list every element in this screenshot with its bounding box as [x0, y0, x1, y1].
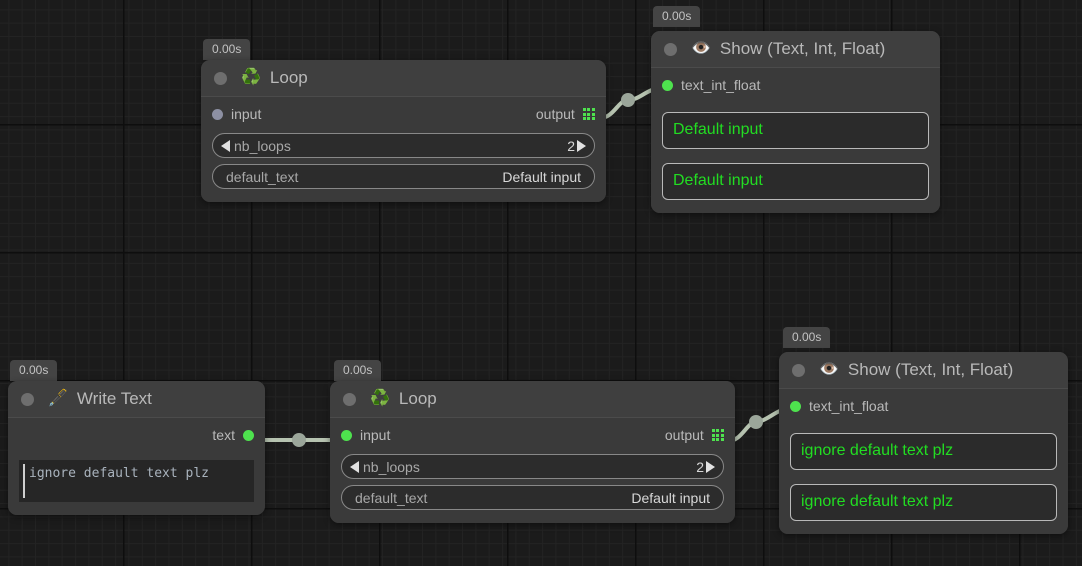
stepper-decrement-icon[interactable] [221, 139, 230, 152]
node-body-write-text-1: text ignore default text plz [8, 422, 265, 515]
eye-icon: 👁️ [819, 361, 839, 378]
field-nb_loops-loop-2[interactable]: nb_loops 2 [341, 454, 724, 479]
wire-handle-loop1-show1[interactable] [621, 93, 635, 107]
eye-icon: 👁️ [691, 40, 711, 57]
input-socket-label: text_int_float [809, 398, 889, 414]
node-write-text-1[interactable]: 🖋️ Write Text text ignore default text p… [8, 381, 265, 515]
node-loop-2[interactable]: ♻️ Loop input output nb_loops [330, 381, 735, 523]
text-input-write-text-1[interactable]: ignore default text plz [19, 460, 254, 502]
output-socket-write-text-1[interactable] [243, 429, 254, 441]
input-socket-loop-1[interactable] [212, 108, 223, 120]
node-loop-1[interactable]: ♻️ Loop input output nb_loops [201, 60, 606, 202]
node-timer-show-2: 0.00s [783, 327, 831, 349]
field-label: default_text [355, 489, 428, 506]
collapse-dot-icon[interactable] [21, 392, 34, 406]
collapse-dot-icon[interactable] [214, 71, 227, 85]
display-value-0: ignore default text plz [790, 433, 1057, 470]
node-header-show-1[interactable]: 👁️ Show (Text, Int, Float) [651, 31, 940, 68]
node-header-show-2[interactable]: 👁️ Show (Text, Int, Float) [779, 352, 1068, 389]
input-socket-label: input [360, 427, 391, 443]
output-socket-label: output [535, 106, 575, 122]
field-value: Default input [631, 489, 710, 506]
node-body-show-2: text_int_float ignore default text plz i… [779, 393, 1068, 534]
node-title-write-text-1: Write Text [76, 389, 152, 408]
display-value-1: ignore default text plz [790, 484, 1057, 521]
field-value: 2 [567, 137, 575, 154]
node-title-loop-1: Loop [269, 68, 308, 87]
recycle-icon: ♻️ [241, 69, 261, 86]
stepper-increment-icon[interactable] [577, 139, 586, 152]
output-list-socket-icon[interactable] [582, 107, 595, 121]
wire-handle-loop2-show2[interactable] [749, 415, 763, 429]
stepper-decrement-icon[interactable] [350, 460, 359, 473]
field-default_text-loop-2[interactable]: default_text Default input [341, 485, 724, 510]
node-timer-loop-2: 0.00s [334, 360, 382, 382]
socket-row-write-text-1: text [19, 422, 254, 448]
node-title-show-2: Show (Text, Int, Float) [847, 360, 1014, 379]
node-show-1[interactable]: 👁️ Show (Text, Int, Float) text_int_floa… [651, 31, 940, 213]
node-show-2[interactable]: 👁️ Show (Text, Int, Float) text_int_floa… [779, 352, 1068, 534]
node-header-loop-2[interactable]: ♻️ Loop [330, 381, 735, 418]
input-socket-label: input [231, 106, 262, 122]
node-title-show-1: Show (Text, Int, Float) [719, 39, 886, 58]
wire-handle-writetext-loop2[interactable] [292, 433, 306, 447]
socket-row-show-2: text_int_float [790, 393, 1057, 419]
output-socket-label: output [664, 427, 704, 443]
node-body-loop-2: input output nb_loops 2 default_text [330, 422, 735, 523]
field-value: Default input [502, 168, 581, 185]
node-title-loop-2: Loop [398, 389, 437, 408]
text-input-value: ignore default text plz [29, 466, 210, 481]
field-label: nb_loops [363, 458, 420, 475]
input-socket-loop-2[interactable] [341, 429, 352, 441]
node-body-loop-1: input output nb_loops 2 default_text [201, 101, 606, 202]
node-timer-show-1: 0.00s [653, 6, 701, 28]
node-timer-loop-1: 0.00s [203, 39, 251, 61]
field-value: 2 [696, 458, 704, 475]
stepper-increment-icon[interactable] [706, 460, 715, 473]
node-body-show-1: text_int_float Default input Default inp… [651, 72, 940, 213]
display-value-0: Default input [662, 112, 929, 149]
field-label: nb_loops [234, 137, 291, 154]
field-default_text-loop-1[interactable]: default_text Default input [212, 164, 595, 189]
socket-row-show-1: text_int_float [662, 72, 929, 98]
fountain-pen-icon: 🖋️ [48, 390, 68, 407]
output-socket-label: text [212, 427, 235, 443]
text-caret [23, 464, 25, 498]
collapse-dot-icon[interactable] [664, 42, 677, 56]
display-value-1: Default input [662, 163, 929, 200]
input-socket-show-2[interactable] [790, 400, 801, 412]
node-timer-write-text-1: 0.00s [10, 360, 58, 382]
collapse-dot-icon[interactable] [343, 392, 356, 406]
field-label: default_text [226, 168, 299, 185]
input-socket-show-1[interactable] [662, 79, 673, 91]
input-socket-label: text_int_float [681, 77, 761, 93]
socket-row-loop-2: input output [341, 422, 724, 448]
socket-row-loop-1: input output [212, 101, 595, 127]
node-header-loop-1[interactable]: ♻️ Loop [201, 60, 606, 97]
node-header-write-text-1[interactable]: 🖋️ Write Text [8, 381, 265, 418]
output-list-socket-icon[interactable] [711, 428, 724, 442]
recycle-icon: ♻️ [370, 390, 390, 407]
field-nb_loops-loop-1[interactable]: nb_loops 2 [212, 133, 595, 158]
collapse-dot-icon[interactable] [792, 363, 805, 377]
